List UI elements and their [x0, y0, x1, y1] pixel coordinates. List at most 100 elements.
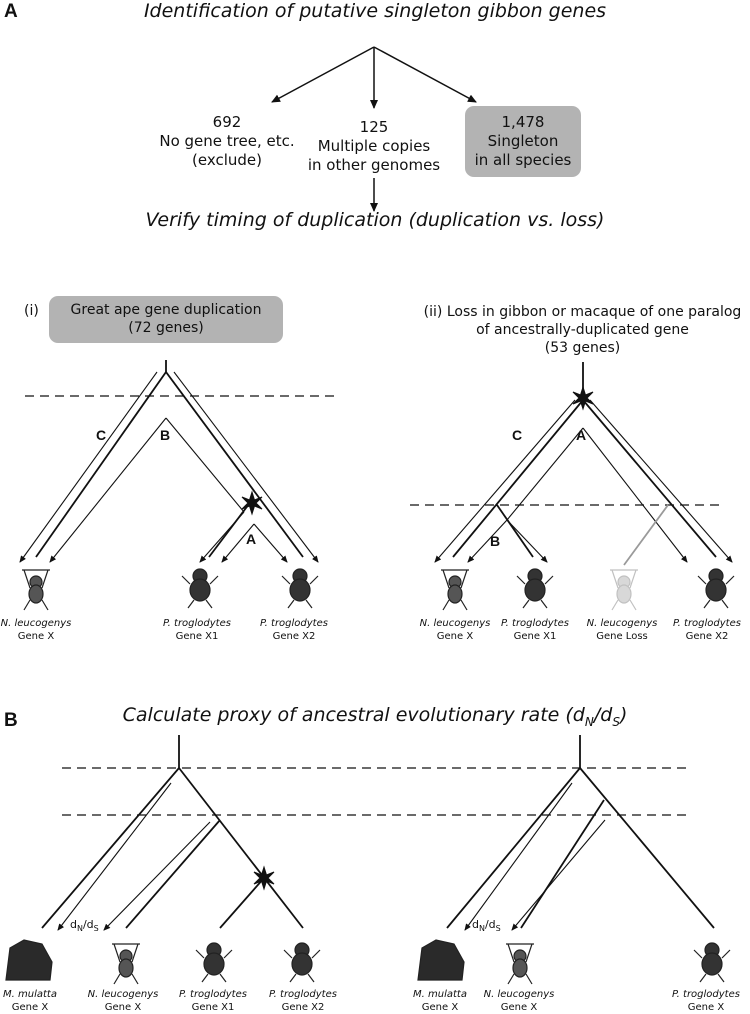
- panel-b-title-main: Calculate proxy of ancestral evolutionar…: [122, 704, 585, 726]
- branch-label-a-ii: A: [576, 427, 587, 443]
- panel-letter-a: A: [4, 1, 18, 22]
- dnds-label-left: dN/dS: [70, 918, 99, 933]
- dnds-n: N: [76, 924, 83, 934]
- tip-label-i-3: P. troglodytes Gene X2: [249, 617, 339, 643]
- tip-gene: Gene X2: [281, 1002, 325, 1013]
- tip-gene: Gene X2: [272, 631, 316, 642]
- tip-species: N. leucogenys: [87, 989, 159, 1000]
- tip-species: N. leucogenys: [419, 618, 491, 629]
- branch-label-b-i: B: [160, 427, 171, 443]
- tip-gene: Gene X: [436, 631, 474, 642]
- tip-label-b-right-1: M. mulatta Gene X: [408, 988, 472, 1014]
- dnds-label-right: dN/dS: [472, 918, 501, 933]
- tree-panel-b-right: [446, 735, 715, 931]
- tip-gene: Gene Loss: [596, 631, 648, 642]
- dnds-slash: /d: [484, 918, 496, 931]
- tip-label-b-left-2: N. leucogenys Gene X: [80, 988, 166, 1014]
- gibbon-icon-b-left: [112, 943, 140, 985]
- panel-a-title: Identification of putative singleton gib…: [143, 0, 607, 22]
- scenario-ii-heading: (ii) Loss in gibbon or macaque of one pa…: [400, 303, 750, 357]
- branch-label-b-ii: B: [490, 533, 501, 549]
- tip-gene: Gene X: [104, 1002, 142, 1013]
- dnds-slash: /d: [82, 918, 94, 931]
- tip-gene: Gene X: [17, 631, 55, 642]
- tip-species: N. leucogenys: [586, 618, 658, 629]
- tip-species: P. troglodytes: [673, 618, 741, 629]
- count-multiple-number: 125: [359, 118, 389, 136]
- tree-scenario-ii: [410, 362, 733, 566]
- scenario-ii-line3: (53 genes): [544, 340, 621, 356]
- count-excluded: 692 No gene tree, etc. (exclude): [152, 113, 302, 170]
- tip-species: M. mulatta: [3, 989, 57, 1000]
- count-multiple-line2: in other genomes: [307, 156, 441, 174]
- great-ape-box-text: Great ape gene duplication (72 genes): [49, 301, 283, 337]
- tip-species: N. leucogenys: [0, 618, 72, 629]
- panel-b-title-sub1: N: [584, 714, 594, 729]
- tip-label-i-2: P. troglodytes Gene X1: [152, 617, 242, 643]
- tip-label-ii-1: N. leucogenys Gene X: [415, 617, 495, 643]
- dnds-d: d: [70, 918, 77, 931]
- tip-label-i-1: N. leucogenys Gene X: [0, 617, 76, 643]
- tip-species: P. troglodytes: [501, 618, 569, 629]
- panel-b-title-end: ): [619, 704, 628, 726]
- count-singleton-number: 1,478: [501, 113, 545, 131]
- tip-species: P. troglodytes: [163, 618, 231, 629]
- count-multiple: 125 Multiple copies in other genomes: [294, 118, 454, 175]
- great-ape-line2: (72 genes): [128, 320, 204, 336]
- tip-label-b-left-4: P. troglodytes Gene X2: [258, 988, 348, 1014]
- dnds-s: S: [93, 924, 99, 934]
- chimp-icon-ii-1: [516, 568, 554, 609]
- singleton-box: [465, 106, 581, 177]
- panel-letter-b: B: [4, 710, 18, 731]
- tip-label-ii-4: P. troglodytes Gene X2: [664, 617, 750, 643]
- tip-label-b-left-1: M. mulatta Gene X: [0, 988, 62, 1014]
- chimp-icon-i-2: [281, 568, 319, 609]
- scenario-ii-line2: of ancestrally-duplicated gene: [476, 322, 689, 338]
- dnds-s: S: [495, 924, 501, 934]
- branch-label-a-i: A: [246, 531, 257, 547]
- tip-label-ii-3: N. leucogenys Gene Loss: [580, 617, 664, 643]
- tip-gene: Gene X: [11, 1002, 49, 1013]
- great-ape-box: [49, 296, 283, 343]
- scenario-i-marker: (i): [24, 303, 39, 319]
- tip-label-b-right-2: N. leucogenys Gene X: [476, 988, 562, 1014]
- dnds-d: d: [472, 918, 479, 931]
- tree-scenario-i: [19, 360, 336, 563]
- count-excluded-line1: No gene tree, etc.: [159, 132, 295, 150]
- tip-label-b-left-3: P. troglodytes Gene X1: [168, 988, 258, 1014]
- tip-gene: Gene X1: [191, 1002, 235, 1013]
- count-excluded-line2: (exclude): [192, 151, 262, 169]
- count-excluded-number: 692: [212, 113, 242, 131]
- tip-gene: Gene X: [687, 1002, 725, 1013]
- tip-species: P. troglodytes: [260, 618, 328, 629]
- branch-label-c-i: C: [96, 427, 107, 443]
- tip-label-b-right-3: P. troglodytes Gene X: [662, 988, 750, 1014]
- panel-b-title-sub2: S: [612, 714, 620, 729]
- tip-species: P. troglodytes: [179, 989, 247, 1000]
- panel-b-title-slash: /d: [593, 704, 613, 726]
- count-singleton: 1,478 Singleton in all species: [465, 113, 581, 170]
- verify-heading: Verify timing of duplication (duplicatio…: [145, 209, 605, 231]
- chimp-icon-i-1: [181, 568, 219, 609]
- gibbon-icon-b-right: [506, 943, 534, 985]
- tip-gene: Gene X1: [175, 631, 219, 642]
- dnds-n: N: [478, 924, 485, 934]
- scenario-ii-line1: (ii) Loss in gibbon or macaque of one pa…: [423, 304, 742, 320]
- tip-species: M. mulatta: [413, 989, 467, 1000]
- macaque-icon-b-right: [417, 939, 465, 981]
- tip-gene: Gene X2: [685, 631, 729, 642]
- count-singleton-line1: Singleton: [487, 132, 559, 150]
- count-singleton-line2: in all species: [474, 151, 572, 169]
- tree-panel-b-left: [41, 735, 690, 931]
- tip-gene: Gene X1: [513, 631, 557, 642]
- branch-label-c-ii: C: [512, 427, 523, 443]
- chimp-icon-ii-2: [697, 568, 735, 609]
- tip-label-ii-2: P. troglodytes Gene X1: [490, 617, 580, 643]
- tip-species: N. leucogenys: [483, 989, 555, 1000]
- chimp-icon-b-right: [693, 942, 731, 983]
- gibbon-icon-i-1: [22, 569, 50, 611]
- flowchart-arrows: [271, 46, 477, 212]
- tip-gene: Gene X: [421, 1002, 459, 1013]
- chimp-icon-b-left-2: [283, 942, 321, 983]
